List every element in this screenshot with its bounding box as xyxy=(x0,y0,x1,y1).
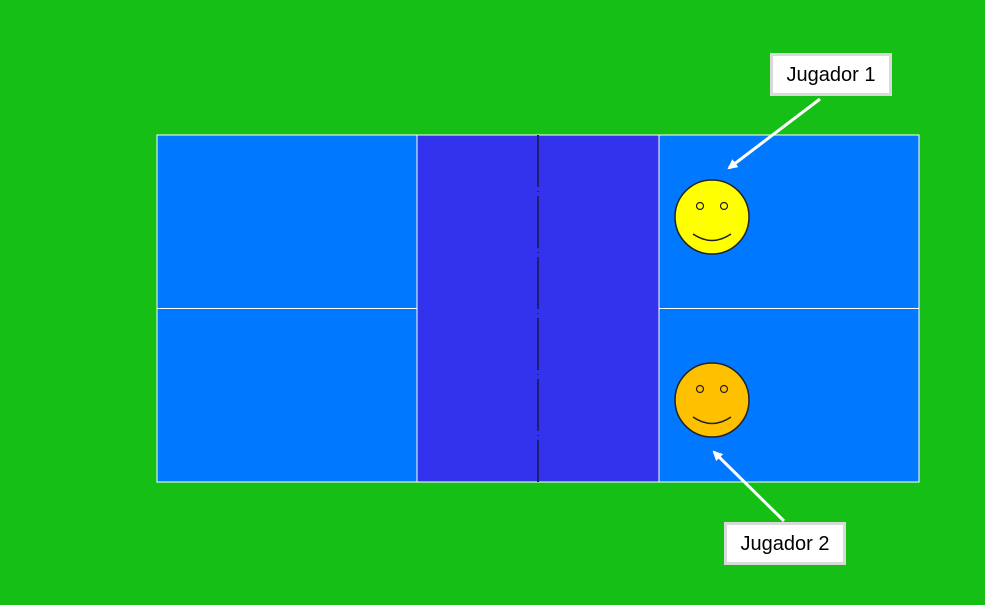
player-1-face-icon xyxy=(674,179,750,255)
arrow-to-player-1 xyxy=(727,97,821,170)
player-2-face-icon xyxy=(674,362,750,438)
player-2-label: Jugador 2 xyxy=(724,522,846,565)
arrow-to-player-2 xyxy=(712,450,786,523)
player-1-label: Jugador 1 xyxy=(770,53,892,96)
